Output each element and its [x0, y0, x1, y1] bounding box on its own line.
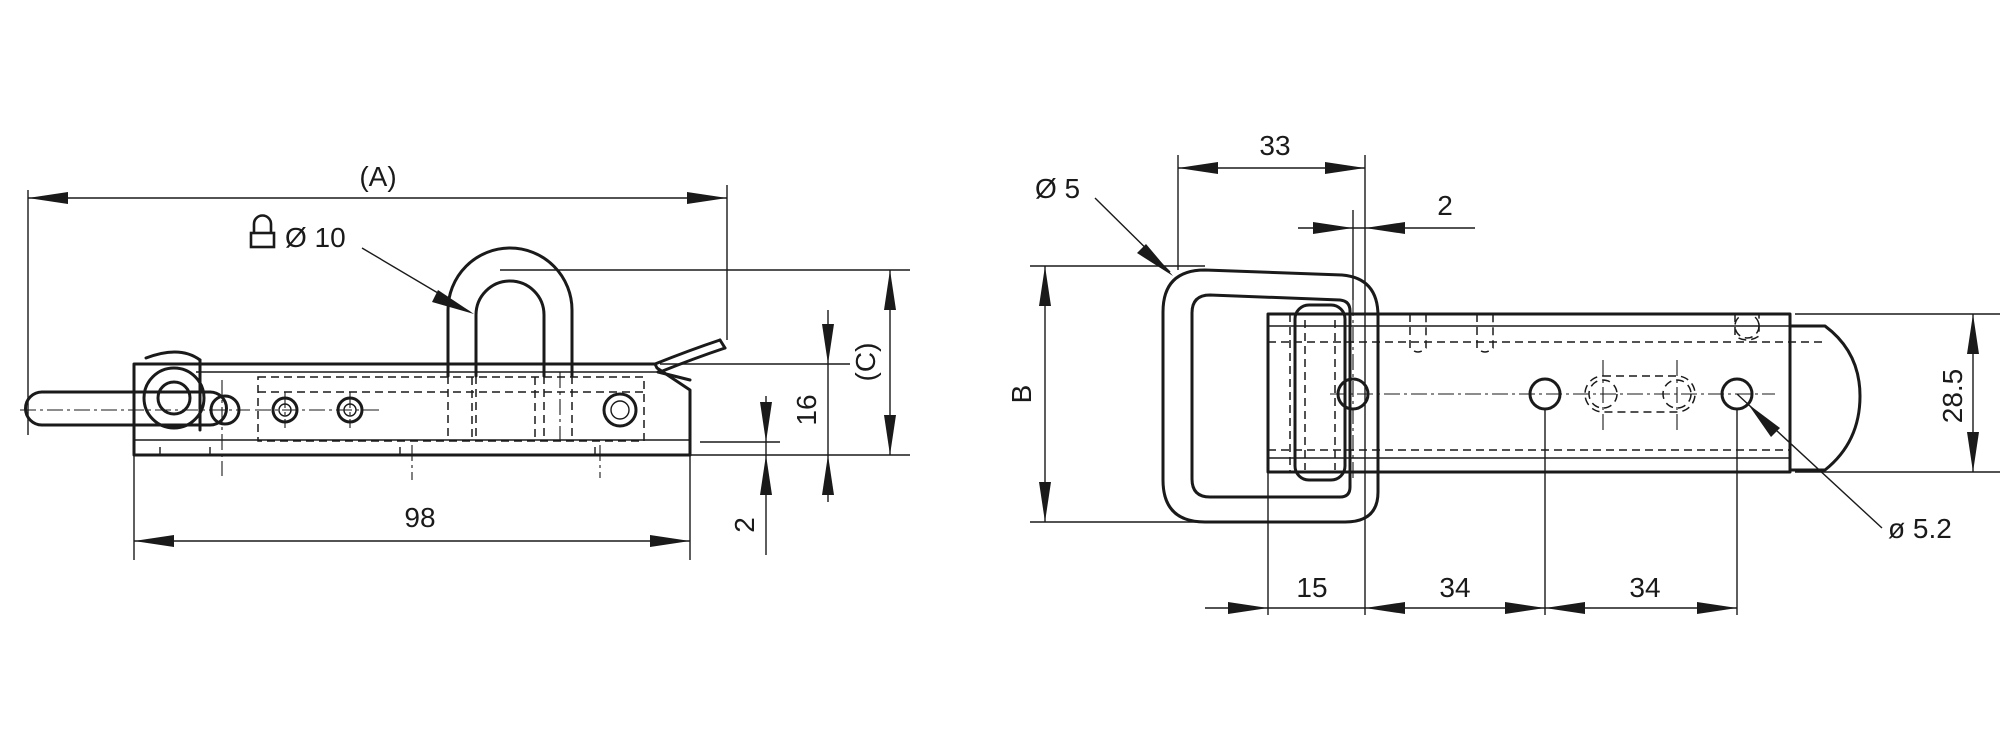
hinge-pin [1293, 303, 1347, 482]
dimension-gap-label: 2 [1437, 190, 1453, 221]
dimension-33: 33 [1177, 130, 1366, 615]
dimension-c-label: (C) [850, 343, 881, 382]
padlock-icon [249, 214, 276, 249]
hole-spacing-dimensions: 15 34 34 [1205, 410, 1738, 615]
dimension-28-5: 28.5 [1795, 313, 2000, 473]
top-base-plate [1266, 312, 1862, 474]
hidden-rivets [1409, 313, 1760, 353]
dimension-b-label: B [1006, 385, 1037, 404]
hook-rod [24, 350, 228, 432]
padlock-staple [446, 246, 574, 440]
dimension-gap-2: 2 [1298, 190, 1475, 300]
shackle-diameter-callout: Ø 10 [249, 214, 474, 314]
shackle-diameter-label: Ø 10 [285, 222, 346, 253]
dimension-15-label: 15 [1296, 572, 1327, 603]
keeper-loop [1161, 268, 1380, 524]
keeper-hole-label: Ø 5 [1035, 173, 1080, 204]
mounting-hole-label: ø 5.2 [1888, 513, 1952, 544]
side-center-lines [20, 372, 601, 480]
dimension-98: 98 [133, 455, 691, 560]
keeper-hole-callout: Ø 5 [1035, 173, 1173, 276]
dimension-34-second-label: 34 [1629, 572, 1660, 603]
dimension-a: (A) [27, 161, 728, 435]
top-view: 33 2 Ø 5 B [1006, 130, 2000, 615]
dimension-b: B [1006, 265, 1205, 523]
dimension-2-label: 2 [729, 517, 760, 533]
dimension-16-label: 16 [791, 394, 822, 425]
mounting-hole-callout: ø 5.2 [1736, 393, 1952, 544]
dimension-28-5-label: 28.5 [1937, 369, 1968, 424]
top-center-lines [1330, 300, 1775, 480]
dimension-a-label: (A) [359, 161, 396, 192]
dimension-98-label: 98 [404, 502, 435, 533]
dimension-34-first-label: 34 [1439, 572, 1470, 603]
vertical-dimensions: (C) 16 2 [500, 269, 910, 555]
dimension-33-label: 33 [1259, 130, 1290, 161]
latch-lever [257, 338, 727, 442]
side-view: (A) Ø 10 98 [20, 161, 910, 560]
